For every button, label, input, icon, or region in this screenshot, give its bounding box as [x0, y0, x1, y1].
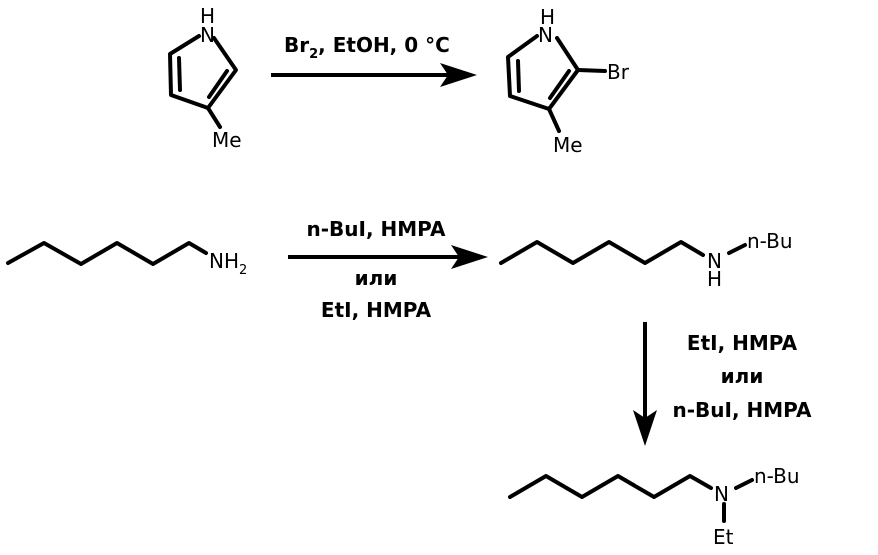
reactant-3-methylpyrrole: H N Me: [168, 4, 242, 152]
hexyl-chain: [499, 240, 705, 265]
bromo-bond: [576, 68, 607, 73]
double-bond-c4-c5: [177, 56, 182, 92]
product-2-bromo-3-methylpyrrole: H N Br Me: [506, 5, 630, 157]
n-butyl-bond: [734, 478, 754, 490]
double-bond-c2-c3: [548, 69, 571, 100]
product-tertiary-amine: N n-Bu Et: [508, 464, 800, 549]
reaction2-arrow: [288, 245, 488, 269]
reaction3-arrow: [633, 322, 657, 446]
reaction3-condition-1: EtI, HMPA: [687, 331, 798, 355]
reaction3-condition-3: n-BuI, HMPA: [673, 398, 812, 422]
atom-h: H: [540, 5, 555, 29]
double-bond-c4-c5: [516, 59, 521, 93]
condition-br: Br: [284, 33, 309, 57]
pyrrole-ring-bonds: [506, 34, 580, 111]
group-et: Et: [713, 525, 734, 549]
reaction2-condition-2: или: [355, 266, 398, 290]
atom-br: Br: [607, 60, 630, 84]
hexyl-chain: [6, 241, 208, 266]
pyrrole-ring-bonds: [168, 34, 238, 110]
methyl-bond: [547, 107, 561, 133]
atom-h: H: [707, 267, 722, 291]
arrow-head: [451, 245, 488, 269]
arrow-head: [633, 410, 657, 446]
n-butyl-bond: [727, 243, 747, 255]
subscript-2: 2: [239, 263, 247, 278]
reaction1-conditions: Br2, EtOH, 0 °C: [284, 33, 450, 62]
group-n-bu: n-Bu: [754, 464, 800, 488]
hexyl-chain: [508, 474, 713, 499]
atom-n: N: [200, 23, 215, 47]
reaction1-arrow: [271, 63, 477, 87]
condition-rest: , EtOH, 0 °C: [318, 33, 450, 57]
atom-me: Me: [212, 128, 242, 152]
atom-h: H: [200, 4, 215, 28]
atom-n: N: [538, 23, 553, 47]
atom-n: N: [707, 249, 722, 273]
atom-me: Me: [553, 133, 583, 157]
reactant-hexylamine: NH2: [6, 241, 247, 278]
condition-sub: 2: [309, 47, 318, 62]
methyl-bond: [206, 106, 222, 129]
group-n-bu: n-Bu: [747, 229, 793, 253]
atom-n: N: [714, 482, 729, 506]
reaction3-condition-2: или: [721, 364, 764, 388]
reaction2-condition-1: n-BuI, HMPA: [307, 217, 446, 241]
reaction2-condition-3: EtI, HMPA: [321, 298, 432, 322]
product-n-butylhexylamine: N H n-Bu: [499, 229, 793, 291]
double-bond-c2-c3: [207, 69, 229, 99]
arrow-head: [440, 63, 477, 87]
atom-nh: NH2: [209, 249, 247, 278]
